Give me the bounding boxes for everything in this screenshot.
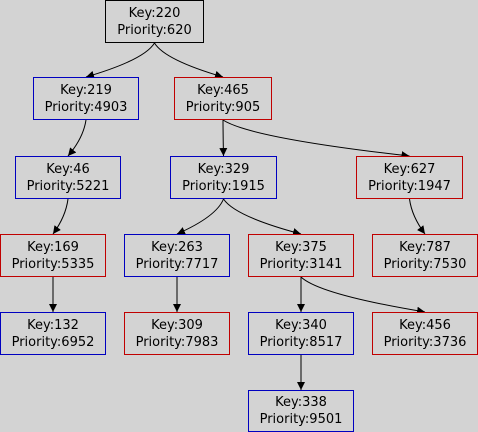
edge-465-329 bbox=[219, 119, 228, 157]
edge-375-456 bbox=[300, 276, 426, 315]
edge-46-169 bbox=[52, 198, 69, 235]
edge-220-465 bbox=[154, 42, 224, 79]
node-priority: Priority:1915 bbox=[182, 178, 265, 194]
node-key: Key:169 bbox=[27, 239, 79, 255]
node-priority: Priority:3141 bbox=[259, 256, 343, 272]
node-309: Key:309 Priority:7983 bbox=[124, 312, 230, 355]
node-219: Key:219 Priority:4903 bbox=[33, 77, 139, 120]
node-key: Key:456 bbox=[399, 317, 451, 333]
edge-220-219 bbox=[85, 42, 155, 79]
node-key: Key:338 bbox=[275, 395, 327, 410]
node-key: Key:329 bbox=[197, 161, 250, 177]
node-220: Key:220 Priority:620 bbox=[105, 0, 204, 43]
edge-329-375 bbox=[223, 198, 302, 236]
edge-627-787 bbox=[409, 198, 426, 235]
node-priority: Priority:7983 bbox=[135, 334, 219, 350]
node-priority: Priority:1947 bbox=[368, 178, 451, 194]
node-46: Key:46 Priority:5221 bbox=[15, 156, 121, 199]
node-key: Key:309 bbox=[151, 317, 203, 333]
node-priority: Priority:7717 bbox=[135, 256, 219, 272]
node-priority: Priority:9501 bbox=[259, 412, 343, 427]
node-priority: Priority:6952 bbox=[11, 334, 95, 350]
node-340: Key:340 Priority:8517 bbox=[248, 312, 354, 355]
node-priority: Priority:905 bbox=[185, 99, 261, 115]
node-263: Key:263 Priority:7717 bbox=[124, 234, 230, 277]
node-key: Key:375 bbox=[275, 239, 327, 255]
node-132: Key:132 Priority:6952 bbox=[0, 312, 106, 355]
node-787: Key:787 Priority:7530 bbox=[372, 234, 478, 277]
node-priority: Priority:8517 bbox=[259, 334, 343, 350]
node-key: Key:220 bbox=[128, 5, 181, 21]
node-key: Key:46 bbox=[46, 161, 90, 177]
node-key: Key:340 bbox=[275, 317, 327, 333]
node-338: Key:338 Priority:9501 bbox=[248, 390, 354, 432]
node-key: Key:219 bbox=[60, 82, 112, 98]
edge-219-46 bbox=[67, 119, 87, 157]
node-key: Key:627 bbox=[383, 161, 436, 177]
node-key: Key:132 bbox=[27, 317, 79, 333]
node-key: Key:465 bbox=[197, 82, 249, 98]
node-329: Key:329 Priority:1915 bbox=[170, 156, 277, 199]
node-priority: Priority:3736 bbox=[383, 334, 467, 350]
edge-465-627 bbox=[222, 119, 410, 160]
node-465: Key:465 Priority:905 bbox=[174, 77, 272, 120]
edge-329-263 bbox=[176, 198, 224, 235]
node-169: Key:169 Priority:5335 bbox=[0, 234, 106, 277]
node-priority: Priority:4903 bbox=[44, 99, 128, 115]
node-key: Key:263 bbox=[151, 239, 203, 255]
node-375: Key:375 Priority:3141 bbox=[248, 234, 354, 277]
node-priority: Priority:5221 bbox=[26, 178, 110, 194]
node-priority: Priority:620 bbox=[117, 22, 192, 38]
node-priority: Priority:7530 bbox=[383, 256, 467, 272]
node-key: Key:787 bbox=[399, 239, 451, 255]
node-456: Key:456 Priority:3736 bbox=[372, 312, 478, 355]
node-627: Key:627 Priority:1947 bbox=[356, 156, 463, 199]
node-priority: Priority:5335 bbox=[11, 256, 95, 272]
